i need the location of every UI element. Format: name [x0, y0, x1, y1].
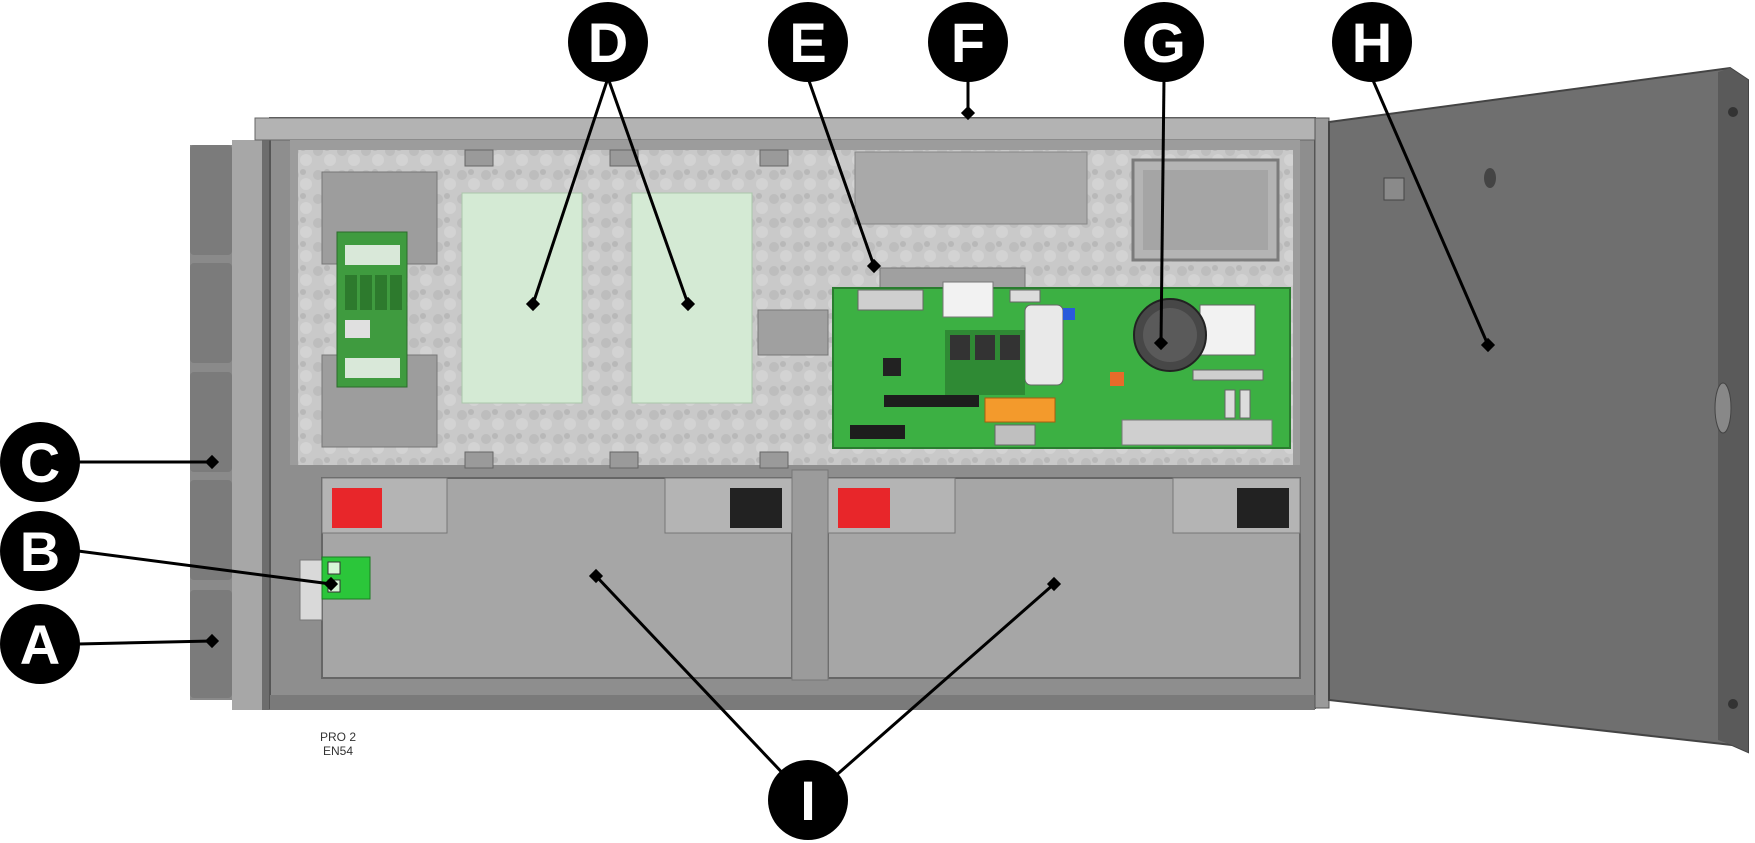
- battery-left-positive-terminal: [332, 488, 382, 528]
- model-caption: PRO 2 EN54: [320, 730, 356, 758]
- leader-line-d2: [606, 77, 690, 305]
- callout-h: H: [1332, 2, 1412, 82]
- callout-d: D: [568, 2, 648, 82]
- callout-a: A: [0, 604, 80, 684]
- model-name: PRO 2: [320, 730, 357, 744]
- callout-i-label: I: [800, 769, 816, 832]
- standard-name: EN54: [322, 744, 354, 758]
- leader-line-g: [1159, 77, 1166, 344]
- callout-e-label: E: [789, 11, 826, 74]
- batteries: [321, 469, 1301, 681]
- callout-f: F: [928, 2, 1008, 82]
- psu-module-left: [461, 192, 583, 404]
- leader-line-b: [77, 549, 332, 586]
- callout-f-label: F: [951, 11, 985, 74]
- battery-left-negative-terminal: [730, 488, 782, 528]
- power-supply-modules: [461, 192, 753, 404]
- left-side-panel: [190, 140, 280, 710]
- callout-b: B: [0, 511, 80, 591]
- main-pcb: [832, 281, 1291, 449]
- leader-line-h: [1370, 77, 1490, 346]
- callout-a-label: A: [20, 613, 60, 676]
- callout-c-label: C: [20, 431, 60, 494]
- leader-lines: [77, 77, 1496, 802]
- callout-d-label: D: [588, 11, 628, 74]
- callout-b-label: B: [20, 520, 60, 583]
- expansion-board: [336, 231, 408, 388]
- callout-c: C: [0, 422, 80, 502]
- leader-line-i2: [807, 582, 1055, 802]
- psu-module-right: [631, 192, 753, 404]
- callout-h-label: H: [1352, 11, 1392, 74]
- leader-line-i1: [594, 574, 810, 802]
- battery-right-positive-terminal: [838, 488, 890, 528]
- leader-line-d1: [531, 77, 610, 305]
- leader-line-a: [77, 639, 213, 646]
- leader-line-e: [806, 77, 876, 267]
- callout-g: G: [1124, 2, 1204, 82]
- callout-i: I: [768, 760, 848, 840]
- battery-right-negative-terminal: [1237, 488, 1289, 528]
- callout-g-label: G: [1142, 11, 1186, 74]
- callout-e: E: [768, 2, 848, 82]
- cabinet-door: [1314, 66, 1749, 754]
